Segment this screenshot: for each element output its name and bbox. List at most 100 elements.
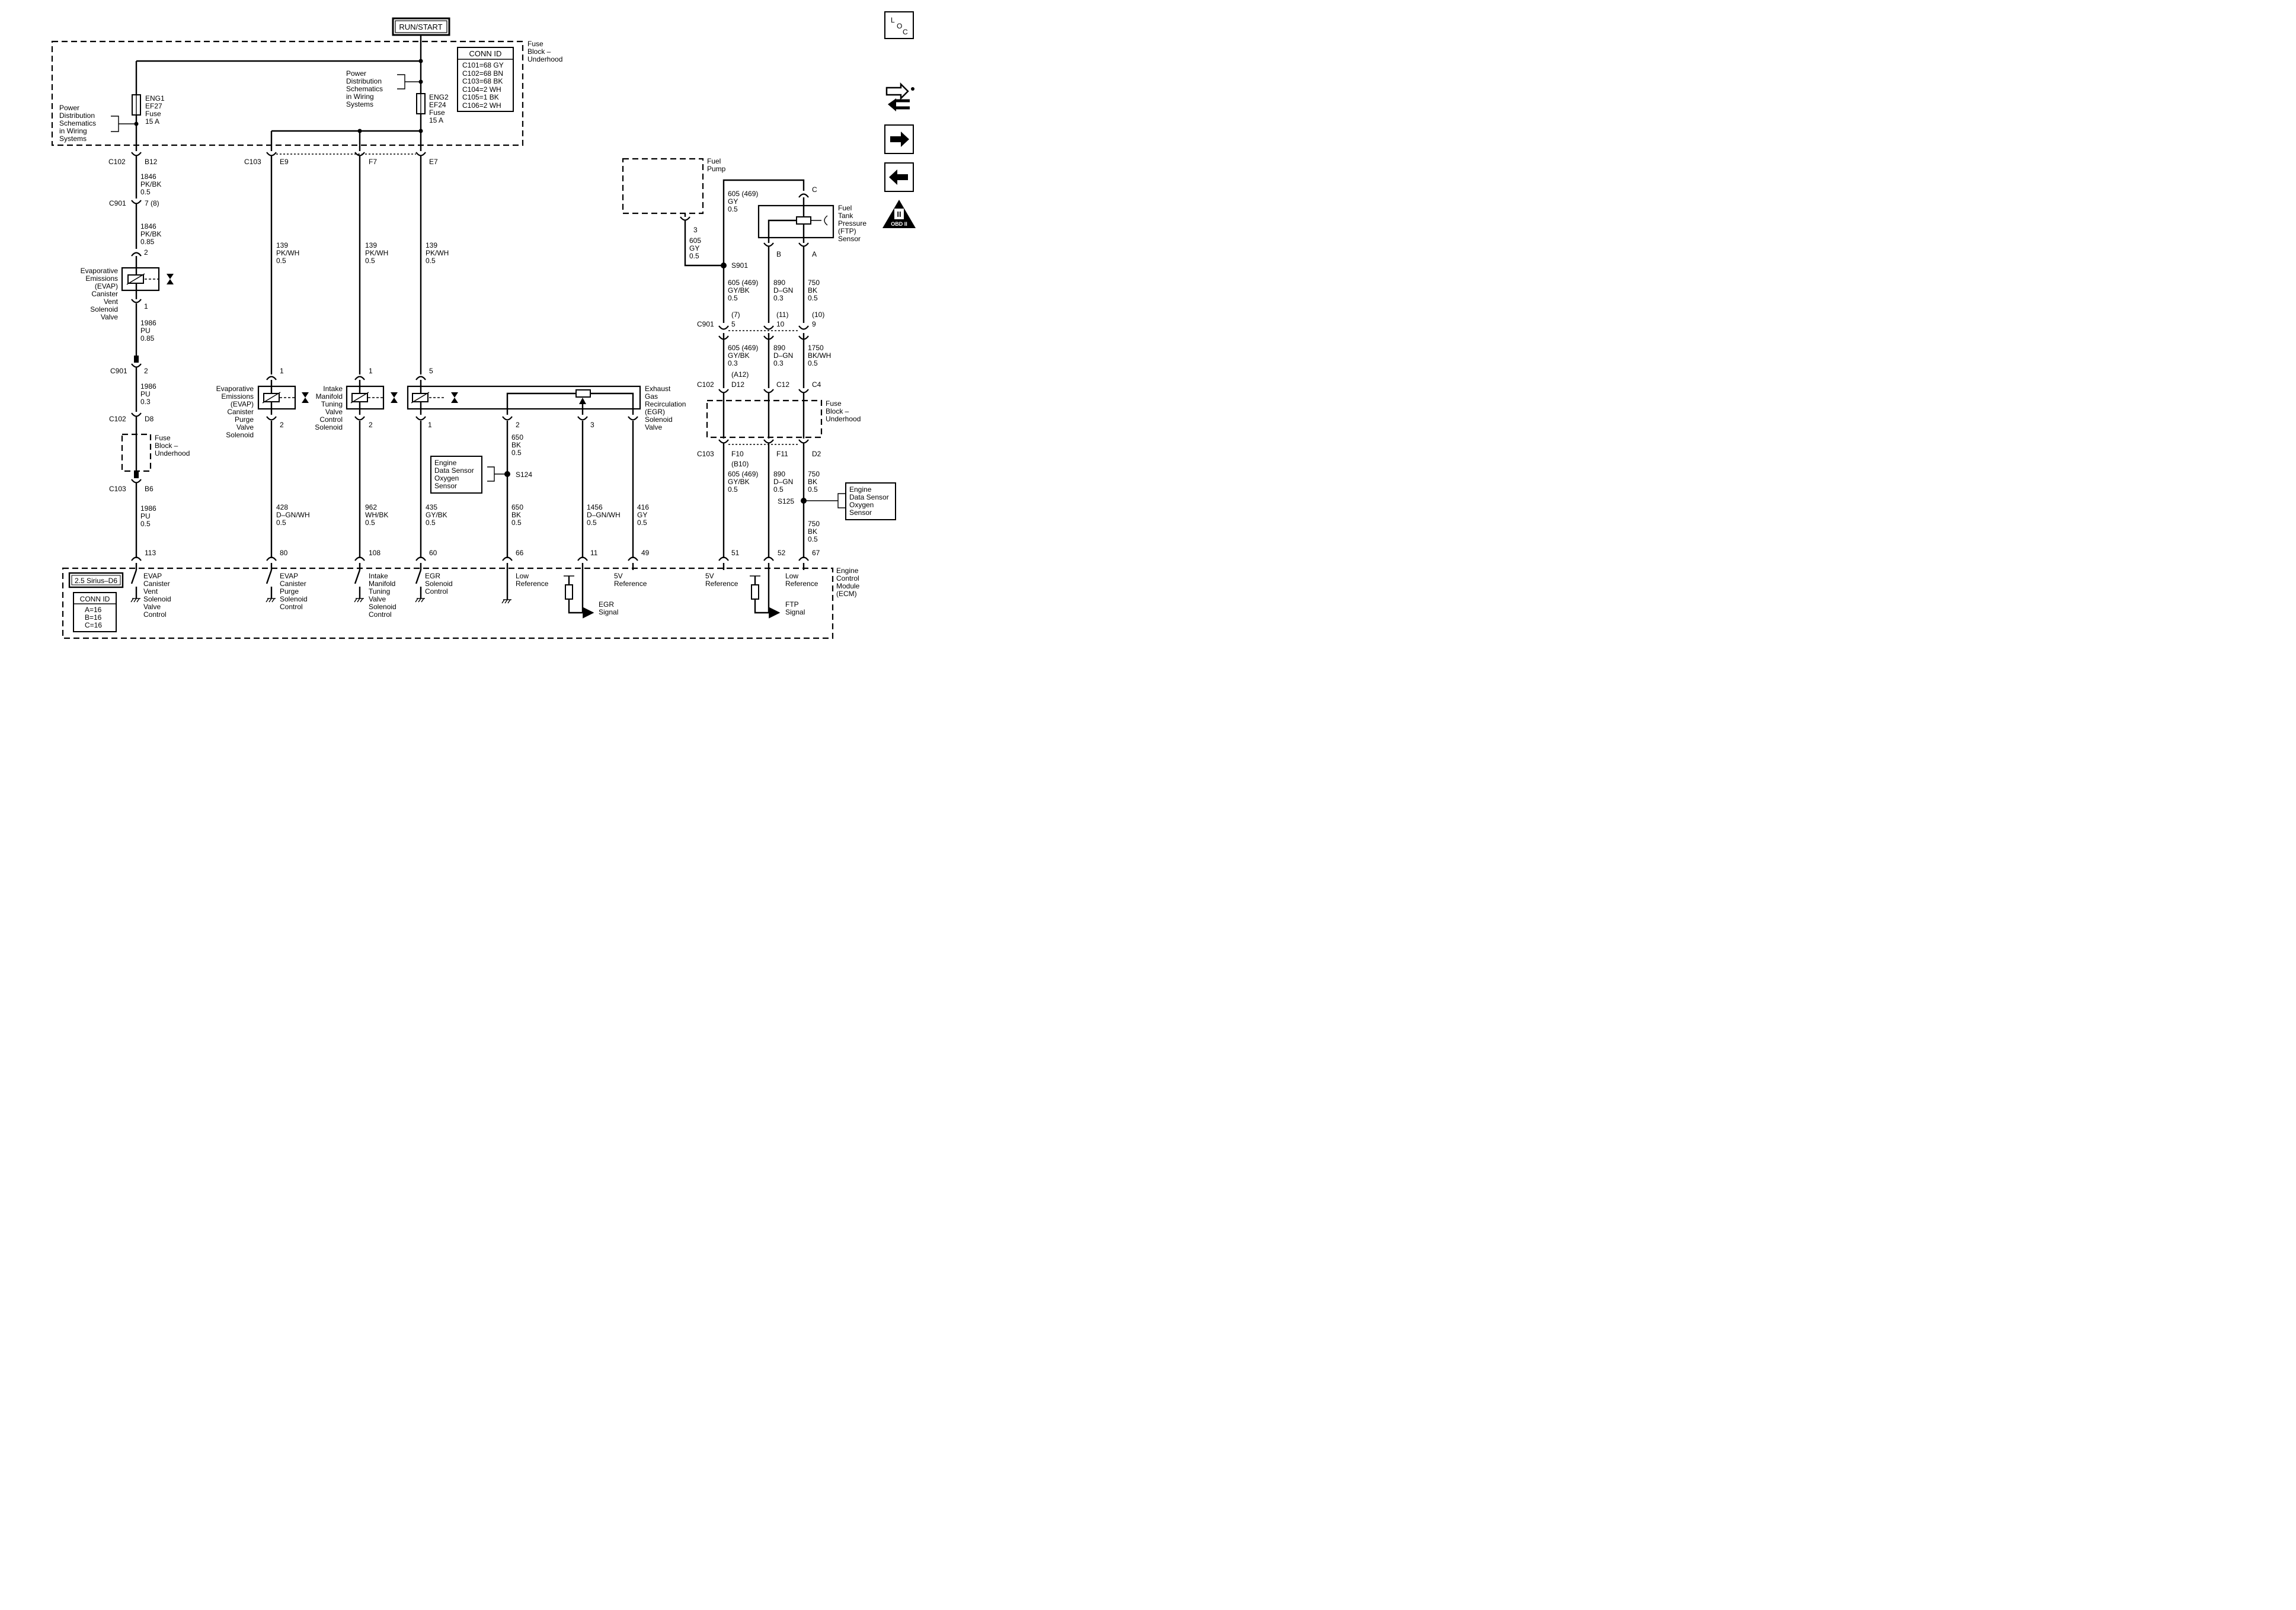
diagram-text: 0.5 — [511, 449, 522, 457]
evap-canister-vent-solenoid — [121, 267, 174, 292]
diagram-text: C — [903, 28, 908, 36]
diagram-text: 108 — [369, 549, 380, 557]
diagram-text: 1750 — [808, 344, 824, 352]
previous-page-icon[interactable] — [884, 162, 914, 192]
diagram-text: B=16 — [85, 613, 102, 622]
egr-solenoid-valve — [407, 380, 641, 415]
diagram-text: Canister — [91, 290, 118, 298]
connector-tool-icon[interactable] — [885, 82, 914, 111]
engine-data-sensor-box-1 — [430, 456, 482, 494]
diagram-text: F7 — [369, 158, 377, 166]
diagram-text: EGR — [599, 600, 614, 609]
diagram-text: 2.5 Sirius–D6 — [75, 577, 117, 585]
diagram-text: 51 — [731, 549, 740, 557]
diagram-text: 2 — [144, 367, 148, 375]
diagram-text: Control — [369, 610, 392, 619]
fuel-tank-pressure-sensor — [757, 197, 834, 243]
diagram-text: D8 — [145, 415, 154, 423]
diagram-text: PK/WH — [426, 249, 449, 257]
diagram-text: 139 — [426, 241, 437, 249]
diagram-text: Solenoid — [369, 603, 396, 611]
diagram-text: C104=2 WH — [462, 85, 501, 94]
diagram-text: D–GN — [773, 478, 793, 486]
evap-canister-purge-solenoid — [257, 380, 309, 415]
diagram-text: PK/BK — [140, 230, 161, 238]
ecm-driver-switches — [130, 563, 805, 619]
diagram-text: Schematics — [59, 119, 96, 127]
diagram-text: Reference — [614, 580, 647, 588]
diagram-text: 5V — [705, 572, 714, 580]
diagram-text: Manifold — [316, 392, 343, 401]
diagram-text: O — [897, 22, 902, 30]
diagram-text: Low — [785, 572, 798, 580]
obd-ii-icon[interactable]: II OBD II — [882, 200, 916, 228]
diagram-text: 7 (8) — [145, 199, 159, 207]
diagram-text: C103 — [244, 158, 261, 166]
diagram-text: 2 — [144, 248, 148, 257]
diagram-text: C102 — [697, 380, 714, 389]
diagram-text: Solenoid — [90, 305, 118, 313]
diagram-text: Data Sensor — [849, 493, 889, 501]
diagram-text: EVAP — [143, 572, 162, 580]
diagram-text: (11) — [776, 311, 788, 319]
diagram-text: 60 — [429, 549, 437, 557]
diagram-text: Oxygen — [849, 501, 874, 509]
diagram-text: 52 — [778, 549, 786, 557]
diagram-text: Valve — [325, 408, 343, 416]
diagram-text: GY/BK — [426, 511, 447, 519]
diagram-text: D–GN — [773, 286, 793, 295]
diagram-text: 0.3 — [773, 359, 784, 367]
diagram-text: 435 — [426, 503, 437, 511]
diagram-text: S125 — [778, 497, 794, 505]
loc-icon[interactable]: L O C — [884, 11, 914, 39]
diagram-text: Pressure — [838, 219, 866, 228]
diagram-text: PK/BK — [140, 180, 161, 188]
diagram-text: ENG1 — [145, 94, 165, 103]
diagram-text: B — [776, 250, 781, 258]
engine-data-sensor-box-2 — [845, 482, 896, 520]
diagram-text: C901 — [109, 199, 126, 207]
diagram-text: C103=68 BK — [462, 77, 503, 85]
diagram-text: Fuel — [707, 157, 721, 165]
diagram-text: Pump — [707, 165, 726, 173]
diagram-text: E7 — [429, 158, 438, 166]
power-distribution-left-label: Power — [59, 104, 79, 112]
diagram-text: ENG2 — [429, 93, 449, 101]
diagram-text: Solenoid — [280, 595, 308, 603]
fuse-block-underhood-top — [51, 40, 524, 146]
diagram-text: C — [812, 185, 817, 194]
diagram-text: Control — [836, 574, 859, 582]
diagram-text: OBD II — [891, 221, 907, 227]
diagram-text: 2 — [369, 421, 373, 429]
diagram-text: 1456 — [587, 503, 603, 511]
diagram-text: (A12) — [731, 370, 749, 379]
diagram-text: 650 — [511, 433, 523, 441]
diagram-text: Sensor — [434, 482, 457, 490]
diagram-text: 416 — [637, 503, 649, 511]
diagram-text: 0.5 — [426, 518, 436, 527]
diagram-text: Schematics — [346, 85, 383, 93]
diagram-text: 0.5 — [773, 485, 784, 494]
diagram-text: Low — [516, 572, 529, 580]
diagram-text: 67 — [812, 549, 820, 557]
diagram-text: BK — [511, 511, 521, 519]
diagram-text: BK — [511, 441, 521, 449]
next-page-icon[interactable] — [884, 124, 914, 154]
diagram-text: Vent — [143, 587, 158, 596]
diagram-text: Emissions — [85, 274, 118, 283]
diagram-text: EF27 — [145, 102, 162, 110]
diagram-text: Module — [836, 582, 860, 590]
diagram-text: EGR — [425, 572, 440, 580]
diagram-text: S901 — [731, 261, 748, 270]
diagram-text: 605 — [689, 236, 701, 245]
diagram-text: (10) — [812, 311, 824, 319]
diagram-text: BK — [808, 286, 817, 295]
diagram-text: 1986 — [140, 504, 156, 513]
diagram-text: 5V — [614, 572, 623, 580]
diagram-text: Engine — [849, 485, 872, 494]
imt-label: Intake — [323, 385, 343, 393]
diagram-text: 605 (469) — [728, 279, 758, 287]
conn-id-box: CONN ID C101=68 GY C102=68 BN C103=68 BK… — [457, 47, 514, 112]
diagram-text: Data Sensor — [434, 466, 474, 475]
diagram-text: Canister — [227, 408, 254, 416]
